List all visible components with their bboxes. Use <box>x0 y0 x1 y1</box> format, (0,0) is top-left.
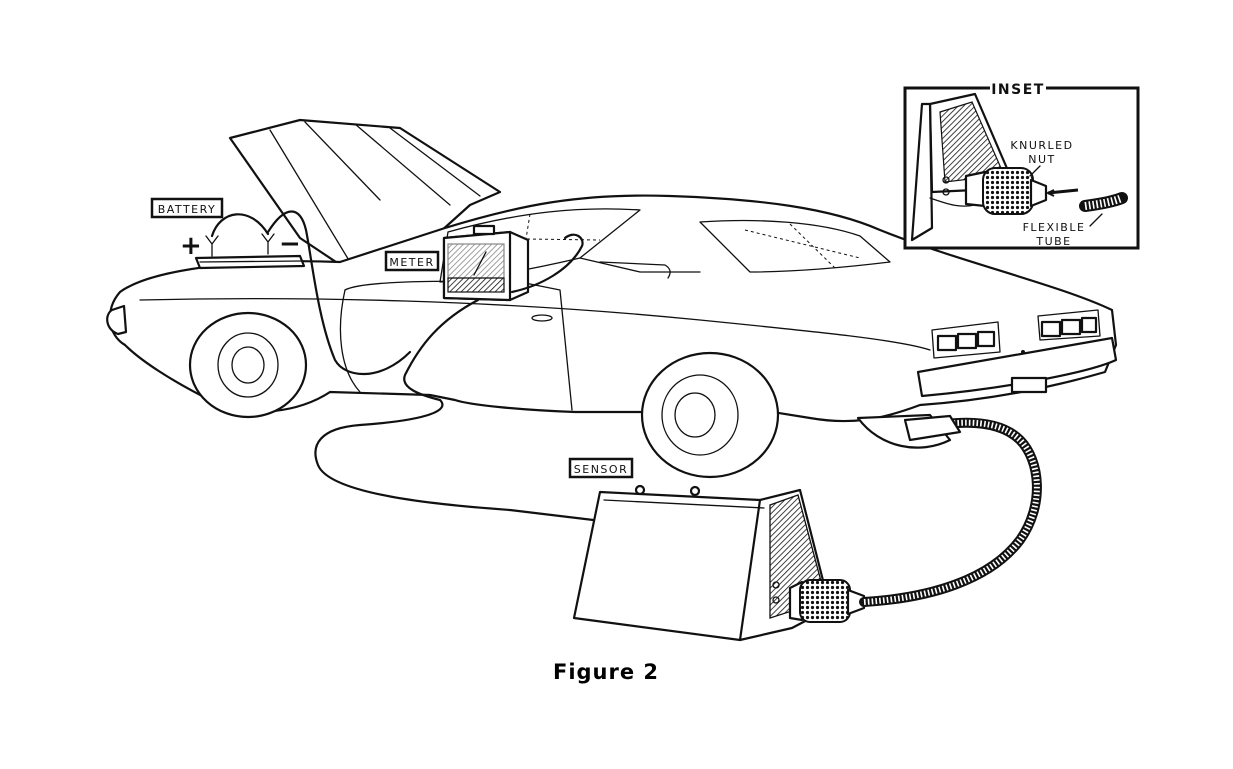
knurled-nut-label-line2: NUT <box>1028 153 1056 166</box>
meter-label-text: METER <box>389 256 434 269</box>
car-rear-window <box>699 219 891 273</box>
sensor-knurled-nut <box>788 579 866 623</box>
sensor-unit <box>572 484 866 642</box>
meter-label: METER <box>384 250 440 272</box>
knurled-nut-label-line1: KNURLED <box>1010 139 1073 152</box>
flexible-tube <box>859 414 1042 607</box>
inset-panel: INSET KNURLED NUT FLEXIBLE TUBE <box>903 80 1140 250</box>
battery-label-text: BATTERY <box>158 203 217 216</box>
figure-caption: Figure 2 <box>553 660 659 684</box>
car-tail-lights <box>931 309 1101 359</box>
negative-terminal-label: − <box>279 229 301 259</box>
sensor-label-text: SENSOR <box>574 463 628 476</box>
flexible-tube-label-line1: FLEXIBLE <box>1023 221 1086 234</box>
battery: + − <box>180 210 412 376</box>
inset-title: INSET <box>991 82 1045 98</box>
car-rear-bumper <box>916 336 1118 398</box>
battery-label: BATTERY <box>150 197 224 219</box>
positive-terminal-label: + <box>180 231 202 261</box>
meter-cable <box>314 298 612 524</box>
negative-clip-icon <box>261 233 275 255</box>
meter <box>442 224 530 302</box>
flexible-tube-label-line2: TUBE <box>1035 235 1071 248</box>
door-handle <box>531 314 553 322</box>
car <box>106 118 1118 479</box>
car-rear-wheel <box>640 351 780 479</box>
sensor-label: SENSOR <box>568 457 634 479</box>
car-front-wheel <box>188 311 308 419</box>
positive-clip-icon <box>205 235 219 257</box>
meter-dial <box>447 243 505 279</box>
